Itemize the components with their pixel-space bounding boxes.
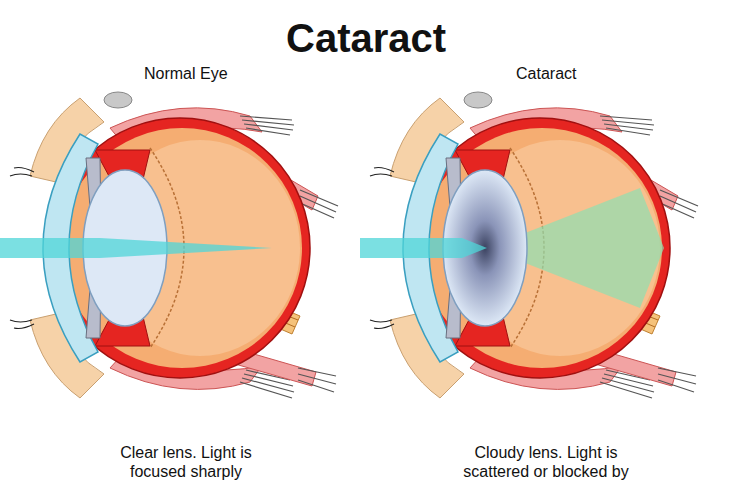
- light-beam: [360, 238, 487, 258]
- eye-caption: Cloudy lens. Light is scattered or block…: [441, 443, 651, 481]
- diagram-title: Cataract: [286, 14, 446, 62]
- eye-caption: Clear lens. Light is focused sharply: [91, 443, 281, 481]
- eye-heading: Normal Eye: [144, 64, 228, 83]
- eye-heading: Cataract: [516, 64, 576, 83]
- light-beam: [0, 238, 272, 258]
